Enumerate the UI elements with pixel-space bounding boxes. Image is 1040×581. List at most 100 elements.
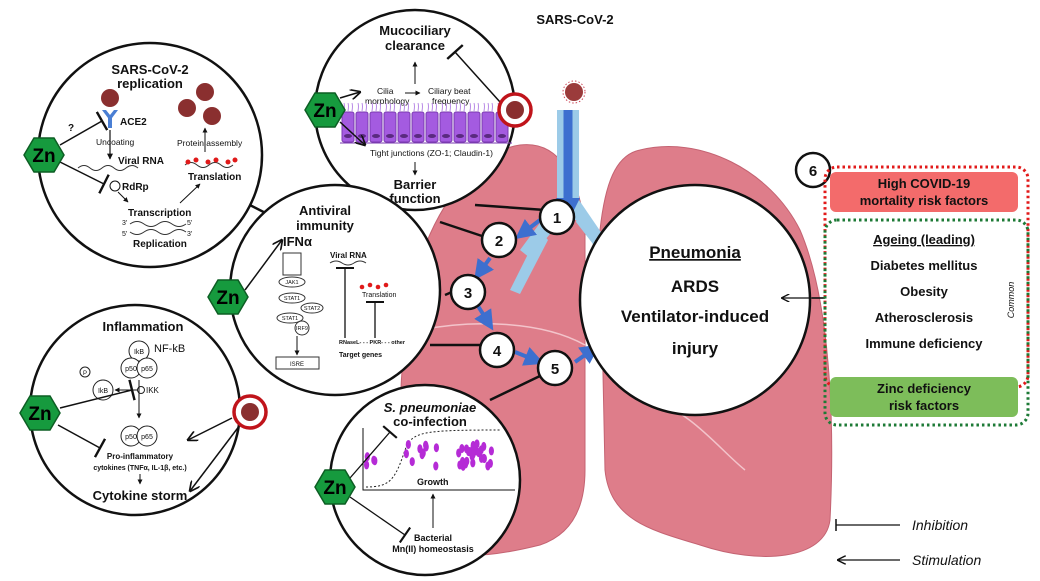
step-number-3: 3 <box>449 273 487 311</box>
svg-text:p50: p50 <box>125 434 137 441</box>
svg-text:IkB: IkB <box>98 388 108 395</box>
bacterium <box>403 449 409 459</box>
svg-text:frequency: frequency <box>432 96 470 106</box>
stat1-label: STAT1 <box>284 296 300 302</box>
svg-text:cytokines (TNFα, IL-1β, etc.): cytokines (TNFα, IL-1β, etc.) <box>93 465 186 472</box>
nfkb-label: NF-kB <box>154 343 185 355</box>
bacterium <box>470 449 476 459</box>
svg-text:co-infection: co-infection <box>393 414 467 429</box>
bacterium <box>433 461 439 471</box>
zinc-hexagon-icon: Zn <box>207 279 249 315</box>
bacterium <box>423 442 429 452</box>
coinfection-title: S. pneumoniae <box>384 400 476 415</box>
outcome-panel: Pneumonia ARDS Ventilator-induced injury <box>578 183 812 417</box>
zinc-label: Zn <box>28 404 51 425</box>
common-label: Common <box>1006 282 1016 319</box>
svg-text:function: function <box>389 191 440 206</box>
translation-label: Translation <box>188 172 241 183</box>
svg-text:3': 3' <box>187 231 192 238</box>
svg-text:RNaseL- - - PKR- - - other: RNaseL- - - PKR- - - other <box>339 340 406 346</box>
antiviral-title: Antiviral <box>299 203 351 218</box>
ace2-label: ACE2 <box>120 117 147 128</box>
question-mark: ? <box>68 123 74 134</box>
bacterium <box>409 457 415 467</box>
svg-text:Ventilator-induced: Ventilator-induced <box>621 307 769 326</box>
inflammation-title: Inflammation <box>103 319 184 334</box>
bacterium <box>481 453 487 463</box>
virus-icon <box>562 80 586 104</box>
stat2-label: STAT2 <box>304 306 320 312</box>
svg-text:Zinc deficiency: Zinc deficiency <box>877 381 972 396</box>
epithelial-cell <box>467 102 481 143</box>
risk-item: Obesity <box>900 284 948 299</box>
svg-text:p65: p65 <box>141 366 153 373</box>
mucociliary-panel: Mucociliary clearance Cilia morphology C… <box>313 8 517 212</box>
bacterium <box>363 460 370 470</box>
progression-arrows <box>474 218 601 366</box>
svg-text:IKK: IKK <box>146 386 160 395</box>
zinc-label: Zn <box>313 101 336 122</box>
step-number-4: 4 <box>478 331 516 369</box>
stat1-label: STAT1 <box>282 316 298 322</box>
epithelial-cell <box>411 102 425 143</box>
risk-item: Immune deficiency <box>865 336 983 351</box>
bacterium <box>405 439 411 449</box>
replication-step-label: Replication <box>133 239 187 250</box>
svg-text:immunity: immunity <box>296 218 355 233</box>
replication-panel: SARS-CoV-2 replication ACE2 ? Uncoating … <box>36 41 264 269</box>
bacterium <box>419 450 425 460</box>
bacterium <box>466 447 472 457</box>
epithelial-cell <box>425 102 439 143</box>
svg-text:p50: p50 <box>125 366 137 373</box>
svg-text:5': 5' <box>122 231 127 238</box>
bacterium <box>371 455 377 465</box>
replication-title: SARS-CoV-2 <box>111 62 188 77</box>
risk-item: Diabetes mellitus <box>871 258 978 273</box>
ifn-alpha-label: IFNα <box>283 234 312 249</box>
step-number-5: 5 <box>536 349 574 387</box>
bacterium <box>456 448 462 458</box>
svg-text:Mn(II) homeostasis: Mn(II) homeostasis <box>392 544 474 554</box>
svg-text:injury: injury <box>672 339 719 358</box>
legend-stimulation: Stimulation <box>912 552 981 568</box>
legend: Inhibition Stimulation <box>835 517 981 568</box>
epithelial-cell <box>369 102 383 143</box>
risk-item: Ageing (leading) <box>873 232 975 247</box>
bacterium <box>464 456 470 466</box>
tight-junctions-label: Tight junctions (ZO-1; Claudin-1) <box>370 148 493 158</box>
svg-text:Translation: Translation <box>362 292 396 299</box>
svg-text:4: 4 <box>493 343 502 360</box>
transcription-label: Transcription <box>128 208 191 219</box>
rdrp-label: RdRp <box>122 182 149 193</box>
isre-label: ISRE <box>290 362 304 368</box>
virus-ring-icon <box>497 92 533 128</box>
svg-text:3: 3 <box>464 285 472 302</box>
pneumonia-label: Pneumonia <box>649 243 741 262</box>
bacteria-icon <box>363 439 494 471</box>
epithelial-cell <box>341 102 355 143</box>
svg-text:Ciliary beat: Ciliary beat <box>428 86 471 96</box>
inflammation-panel: Inflammation IkB p50 p65 NF-kB P IkB IKK… <box>28 303 242 517</box>
svg-text:Cilia: Cilia <box>377 86 394 96</box>
svg-text:1: 1 <box>553 210 561 227</box>
target-genes-label: Target genes <box>339 352 382 359</box>
svg-text:clearance: clearance <box>385 38 445 53</box>
cytokine-storm-label: Cytokine storm <box>93 488 188 503</box>
uncoating-label: Uncoating <box>96 137 135 147</box>
step-number-2: 2 <box>480 221 518 259</box>
svg-text:Pro-inflammatory: Pro-inflammatory <box>107 452 174 461</box>
protein-assembly-label: Protein assembly <box>177 138 243 148</box>
antiviral-panel: Antiviral immunity IFNα JAK1 STAT1 STAT1… <box>228 183 442 397</box>
bacterium <box>481 441 487 451</box>
step-number-6: 6 <box>794 151 832 189</box>
svg-text:Bacterial: Bacterial <box>414 533 452 543</box>
bacterium <box>433 443 440 453</box>
legend-inhibition: Inhibition <box>912 517 968 533</box>
svg-text:High COVID-19: High COVID-19 <box>878 176 970 191</box>
replication-subtitle: replication <box>117 76 183 91</box>
risk-item: Atherosclerosis <box>875 310 973 325</box>
svg-text:Growth: Growth <box>417 477 449 487</box>
epithelial-cells-icon <box>340 102 512 144</box>
